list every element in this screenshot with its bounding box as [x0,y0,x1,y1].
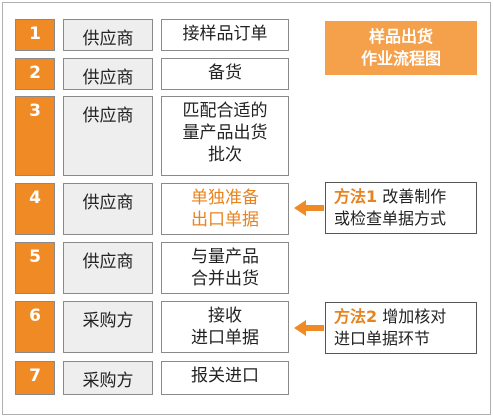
step-number-4: 4 [15,183,55,235]
step-task-2-line-1: 备货 [208,63,242,83]
step-task-3-line-2: 量产品出货 [182,123,268,143]
step-number-1: 1 [15,19,55,51]
step-task-7-line-1: 报关进口 [191,366,259,386]
step-number-3: 3 [15,96,55,176]
step-party-1: 供应商 [63,19,153,51]
improvement-note-2-text-1: 增加核对 [377,307,447,326]
step-party-6: 采购方 [63,301,153,353]
arrow-left-icon [294,320,324,336]
step-number-6: 6 [15,301,55,353]
step-party-5: 供应商 [63,242,153,294]
step-task-4-line-1: 单独准备 [191,188,259,208]
improvement-note-2: 方法2 增加核对 进口单据环节 [325,302,477,354]
improvement-note-2-line-1: 方法2 增加核对 [334,306,476,328]
step-task-3-line-1: 匹配合适的 [182,101,268,121]
step-task-7: 报关进口 [161,361,289,395]
step-task-6: 接收 进口单据 [161,301,289,353]
step-task-5-line-1: 与量产品 [191,247,259,267]
step-party-2: 供应商 [63,58,153,90]
step-task-4: 单独准备 出口单据 [161,183,289,235]
improvement-note-1-line-1: 方法1 改善制作 [334,186,476,208]
title-line-2: 作业流程图 [360,49,441,68]
step-number-7: 7 [15,361,55,395]
step-task-5-line-2: 合并出货 [191,269,259,289]
method-label-1: 方法1 [334,187,378,206]
step-task-1-line-1: 接样品订单 [182,24,268,44]
diagram-title: 样品出货 作业流程图 [325,21,477,75]
improvement-note-1-text-1: 改善制作 [377,187,447,206]
step-party-4: 供应商 [63,183,153,235]
arrow-left-icon [294,200,324,216]
step-task-3: 匹配合适的 量产品出货 批次 [161,96,289,176]
step-task-6-line-2: 进口单据 [191,328,259,348]
step-task-1: 接样品订单 [161,19,289,51]
step-number-2: 2 [15,58,55,90]
improvement-note-1: 方法1 改善制作 或检查单据方式 [325,182,477,234]
step-task-3-line-3: 批次 [208,145,242,165]
improvement-note-1-line-2: 或检查单据方式 [334,209,447,228]
step-number-5: 5 [15,242,55,294]
step-task-5: 与量产品 合并出货 [161,242,289,294]
step-task-2: 备货 [161,58,289,90]
step-task-4-line-2: 出口单据 [191,210,259,230]
step-party-3: 供应商 [63,96,153,176]
step-task-6-line-1: 接收 [208,306,242,326]
step-party-7: 采购方 [63,361,153,395]
improvement-note-2-line-2: 进口单据环节 [334,329,431,348]
method-label-2: 方法2 [334,307,378,326]
title-line-1: 样品出货 [368,27,433,46]
